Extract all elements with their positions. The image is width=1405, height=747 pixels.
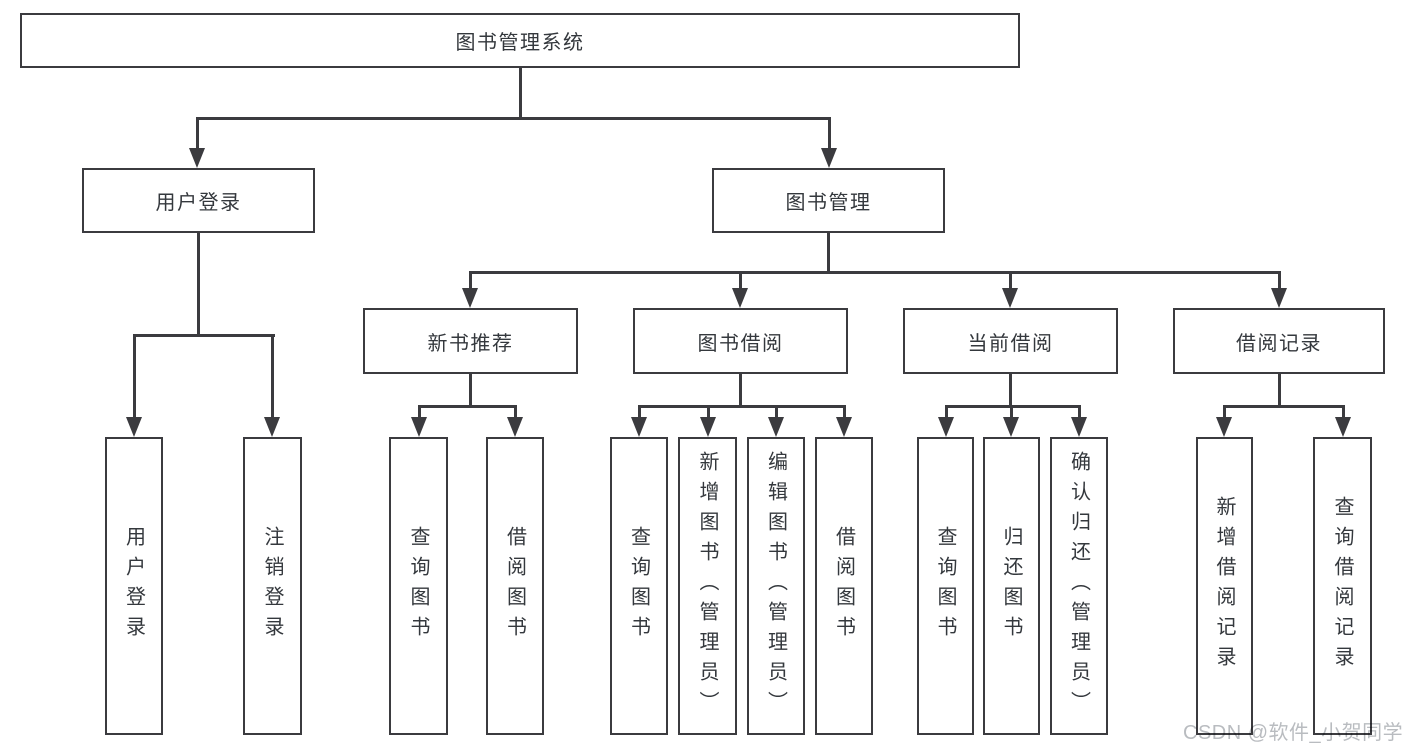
node-leaf-query-book-1: 查询图书	[389, 437, 448, 735]
connector-line	[468, 272, 472, 290]
arrow-down-icon	[938, 417, 954, 437]
arrow-down-icon	[836, 417, 852, 437]
connector-line	[774, 406, 778, 419]
connector-line	[270, 335, 274, 419]
connector-line	[1008, 272, 1012, 290]
arrow-down-icon	[631, 417, 647, 437]
connector-line	[1008, 374, 1012, 406]
connector-line	[513, 406, 517, 419]
node-label: 归还图书	[1000, 526, 1022, 646]
node-current-borrow: 当前借阅	[903, 308, 1118, 374]
arrow-down-icon	[507, 417, 523, 437]
node-label: 图书借阅	[697, 332, 784, 355]
arrow-down-icon	[700, 417, 716, 437]
node-user-login: 用户登录	[82, 168, 315, 233]
connector-line	[738, 374, 742, 406]
node-borrow-records: 借阅记录	[1173, 308, 1385, 374]
arrow-down-icon	[1271, 288, 1287, 308]
connector-line	[637, 406, 641, 419]
connector-line	[518, 68, 522, 118]
connector-line	[196, 233, 200, 335]
node-leaf-confirm-return: 确认归还（管理员）	[1050, 437, 1108, 735]
connector-line	[1222, 406, 1226, 419]
arrow-down-icon	[1002, 288, 1018, 308]
node-label: 用户登录	[122, 526, 145, 646]
connector-line	[417, 406, 421, 419]
connector-line	[417, 404, 517, 408]
node-label: 注销登录	[261, 526, 283, 646]
node-label: 借阅图书	[832, 526, 855, 646]
connector-line	[1222, 404, 1345, 408]
connector-line	[944, 406, 948, 419]
node-leaf-edit-book: 编辑图书（管理员）	[747, 437, 805, 735]
node-new-book-recommend: 新书推荐	[363, 308, 578, 374]
node-label: 新书推荐	[427, 332, 514, 355]
node-leaf-query-book-2: 查询图书	[610, 437, 668, 735]
connector-line	[132, 335, 136, 419]
node-leaf-user-login: 用户登录	[105, 437, 163, 735]
arrow-down-icon	[1003, 417, 1019, 437]
arrow-down-icon	[821, 148, 837, 168]
node-leaf-borrow-book-2: 借阅图书	[815, 437, 873, 735]
connector-line	[827, 118, 831, 150]
connector-line	[1077, 406, 1081, 419]
node-label: 查询图书	[627, 526, 650, 646]
connector-line	[1277, 374, 1281, 406]
node-leaf-query-book-3: 查询图书	[917, 437, 974, 735]
node-label: 用户登录	[155, 192, 242, 214]
node-label: 借阅图书	[503, 526, 526, 646]
node-label: 借阅记录	[1236, 332, 1322, 355]
node-label: 图书管理系统	[455, 32, 585, 54]
connector-line	[195, 118, 199, 150]
node-label: 查询图书	[934, 526, 956, 646]
node-leaf-add-borrow-record: 新增借阅记录	[1196, 437, 1253, 735]
connector-line	[468, 270, 1281, 274]
connector-line	[1009, 406, 1013, 419]
node-label: 确认归还（管理员）	[1067, 451, 1090, 721]
connector-line	[1341, 406, 1345, 419]
node-label: 查询图书	[407, 526, 429, 646]
node-book-management: 图书管理	[712, 168, 945, 233]
arrow-down-icon	[1216, 417, 1232, 437]
arrow-down-icon	[264, 417, 280, 437]
connector-line	[706, 406, 710, 419]
node-book-borrow: 图书借阅	[633, 308, 848, 374]
arrow-down-icon	[732, 288, 748, 308]
arrow-down-icon	[189, 148, 205, 168]
connector-line	[944, 404, 1081, 408]
arrow-down-icon	[411, 417, 427, 437]
watermark: CSDN @软件_小贺同学	[1183, 722, 1404, 744]
arrow-down-icon	[768, 417, 784, 437]
node-label: 新增借阅记录	[1213, 496, 1235, 676]
connector-line	[637, 404, 846, 408]
connector-line	[738, 272, 742, 290]
connector-line	[842, 406, 846, 419]
node-leaf-borrow-book-1: 借阅图书	[486, 437, 544, 735]
node-root-library-system: 图书管理系统	[20, 13, 1020, 68]
node-leaf-add-book: 新增图书（管理员）	[678, 437, 737, 735]
arrow-down-icon	[126, 417, 142, 437]
connector-line	[1277, 272, 1281, 290]
connector-line	[468, 374, 472, 406]
node-leaf-logout: 注销登录	[243, 437, 302, 735]
node-label: 图书管理	[785, 192, 872, 214]
connector-line	[195, 116, 831, 120]
node-label: 查询借阅记录	[1331, 496, 1353, 676]
node-leaf-return-book: 归还图书	[983, 437, 1040, 735]
node-label: 编辑图书（管理员）	[764, 451, 787, 721]
connector-line	[826, 233, 830, 272]
connector-line	[132, 333, 275, 337]
arrow-down-icon	[1071, 417, 1087, 437]
arrow-down-icon	[1335, 417, 1351, 437]
node-label: 新增图书（管理员）	[696, 451, 718, 721]
node-label: 当前借阅	[967, 332, 1054, 355]
arrow-down-icon	[462, 288, 478, 308]
node-leaf-query-borrow-record: 查询借阅记录	[1313, 437, 1372, 735]
